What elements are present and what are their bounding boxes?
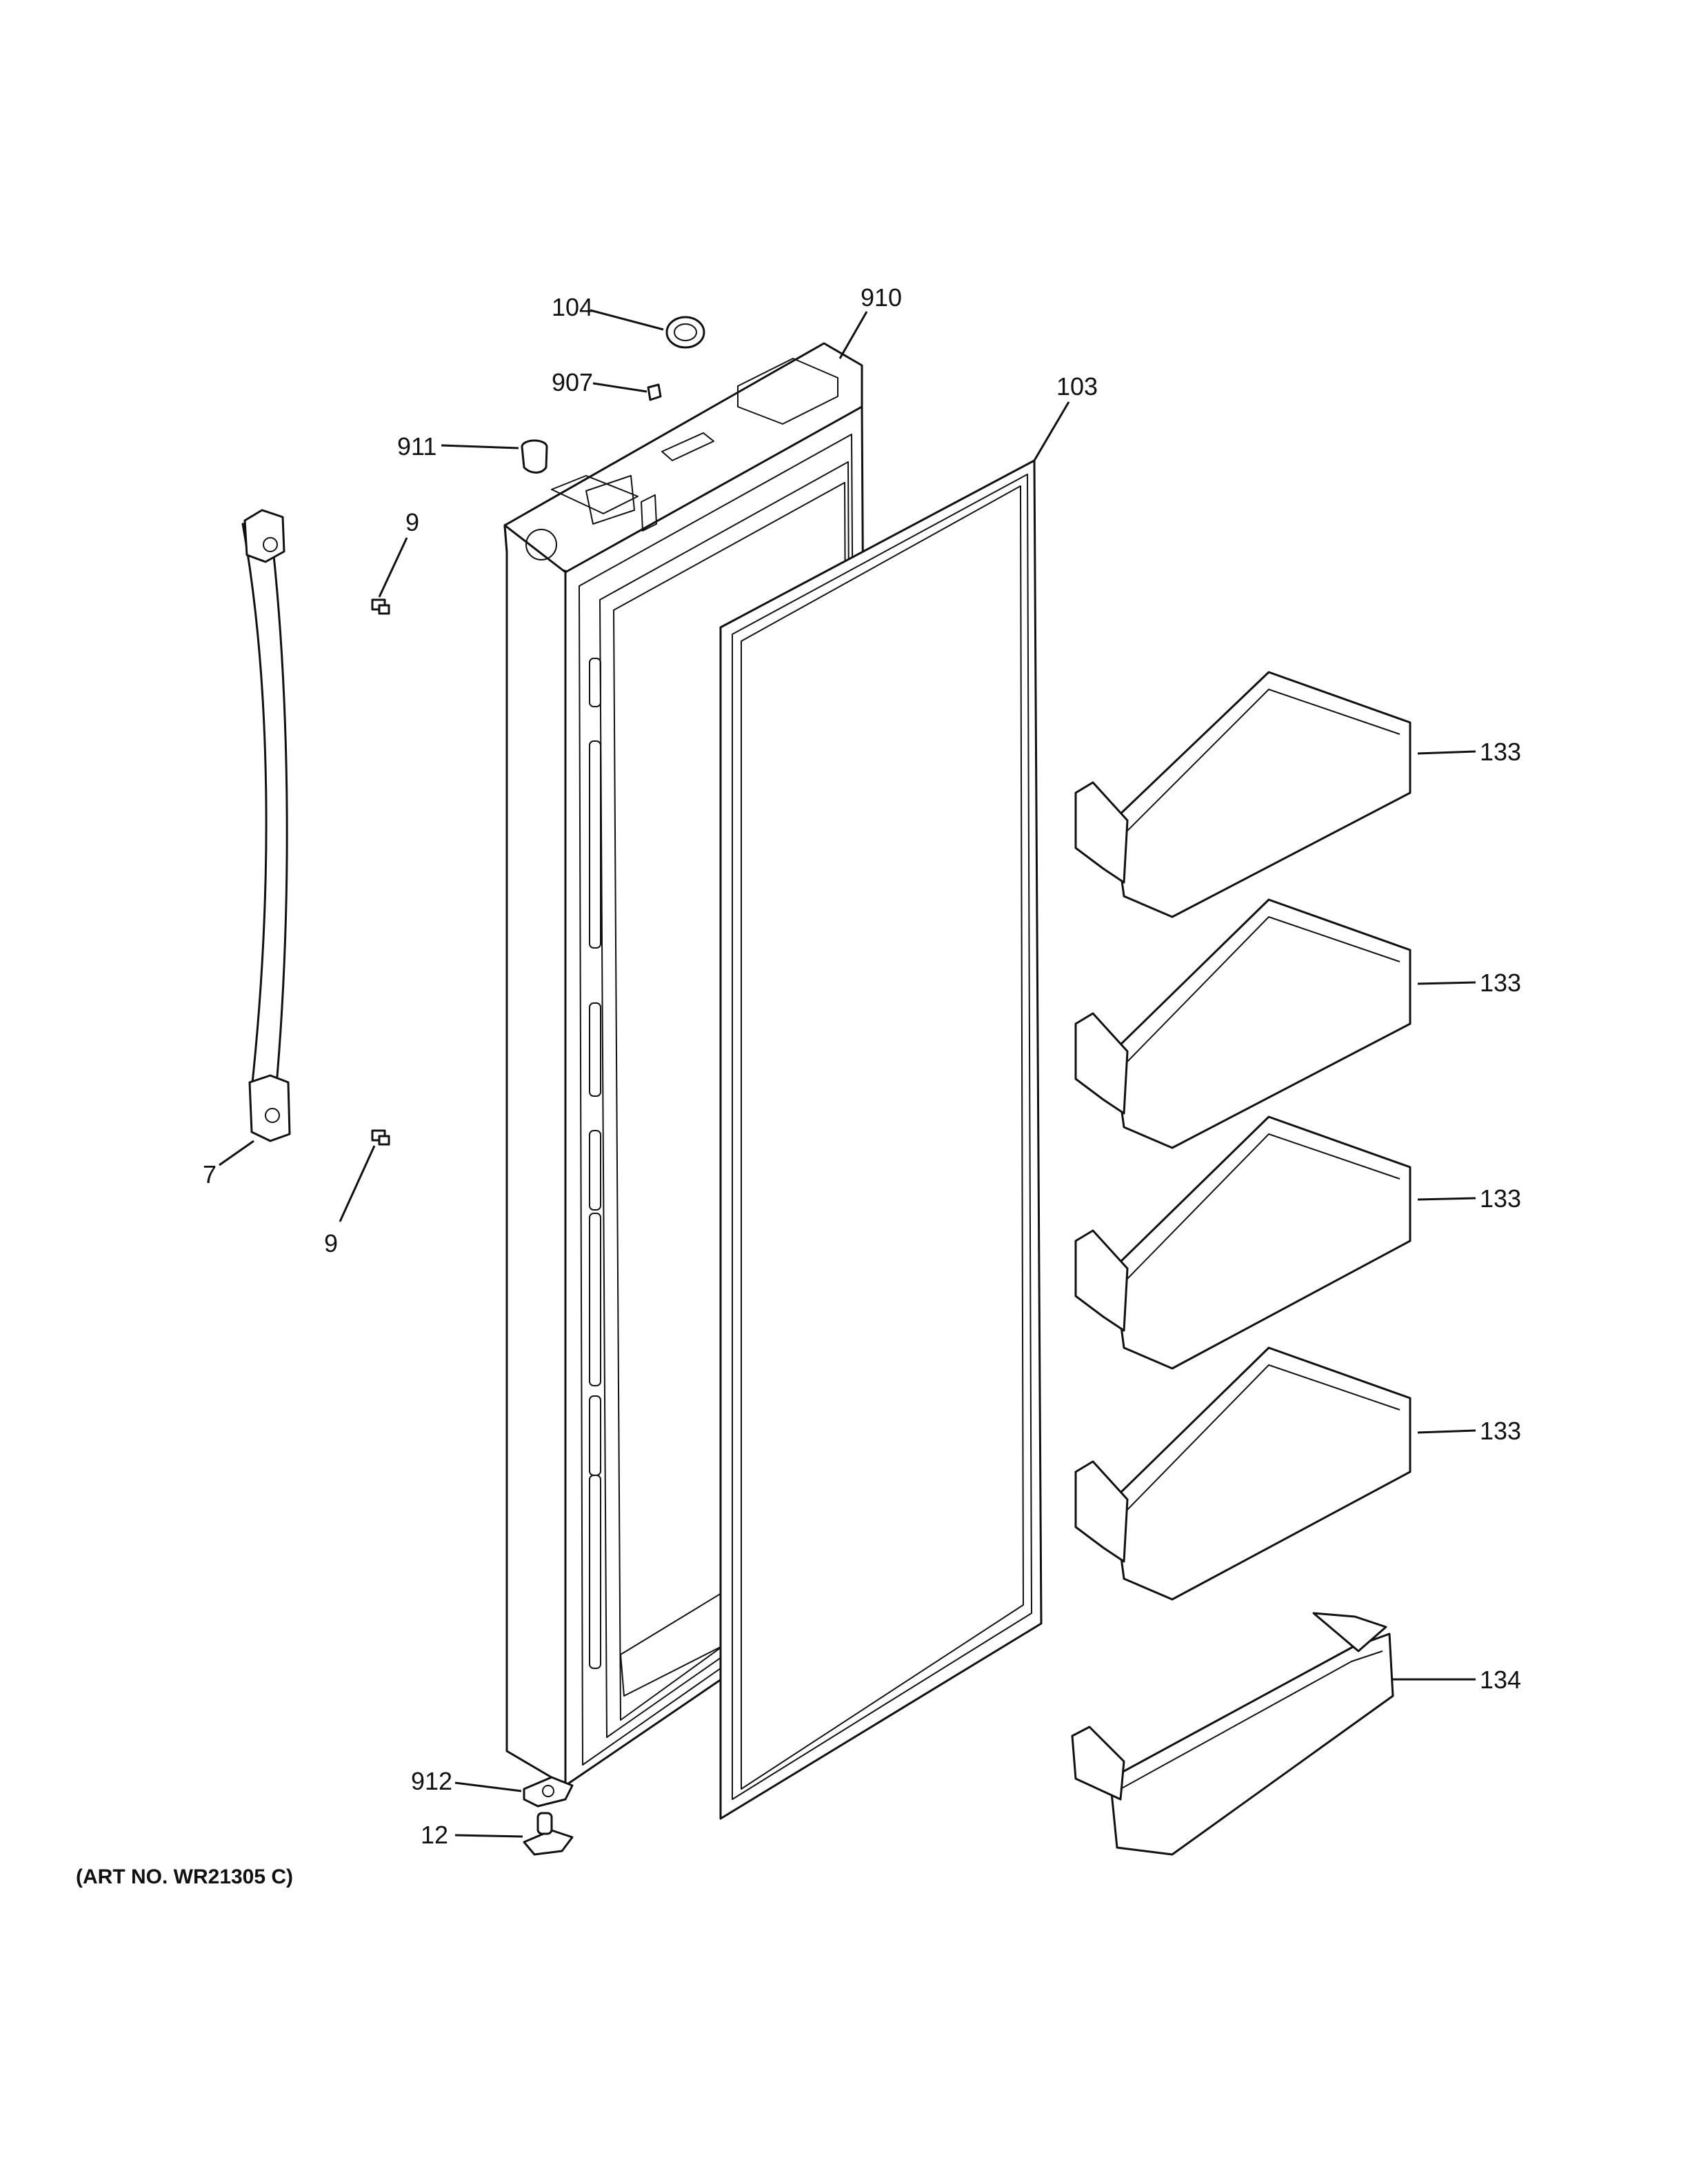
callout-133-3: 133	[1480, 1184, 1521, 1213]
callout-910: 910	[861, 283, 902, 312]
leader-lines	[219, 309, 1476, 1838]
art-number: (ART NO. WR21305 C)	[76, 1866, 293, 1888]
door-bin-4	[1074, 1346, 1411, 1601]
cap-907	[647, 383, 662, 401]
callout-133-2: 133	[1480, 969, 1521, 997]
door-bin-2	[1074, 898, 1411, 1149]
door-gasket	[719, 459, 1043, 1820]
callout-12: 12	[421, 1821, 448, 1849]
cap-ring-104	[665, 316, 705, 349]
door-bin-small	[1071, 1612, 1394, 1856]
hinge-bushing-12	[523, 1812, 574, 1856]
callout-907: 907	[552, 368, 593, 396]
callout-104: 104	[552, 293, 593, 321]
screw-bottom	[371, 1129, 390, 1146]
callout-912: 912	[411, 1767, 452, 1795]
callout-133-1: 133	[1480, 738, 1521, 766]
hinge-plate-912	[523, 1776, 574, 1808]
callout-9-top: 9	[405, 508, 419, 536]
callout-103: 103	[1056, 372, 1098, 401]
bushing-911	[521, 439, 548, 474]
screw-top	[371, 598, 390, 615]
callout-133-4: 133	[1480, 1417, 1521, 1445]
door-bin-1	[1074, 671, 1411, 918]
door-handle	[241, 509, 291, 1142]
door-bin-3	[1074, 1115, 1411, 1370]
callout-911: 911	[397, 432, 436, 461]
callout-134: 134	[1480, 1666, 1521, 1694]
callout-9-bottom: 9	[324, 1229, 338, 1257]
callout-7: 7	[203, 1160, 217, 1189]
